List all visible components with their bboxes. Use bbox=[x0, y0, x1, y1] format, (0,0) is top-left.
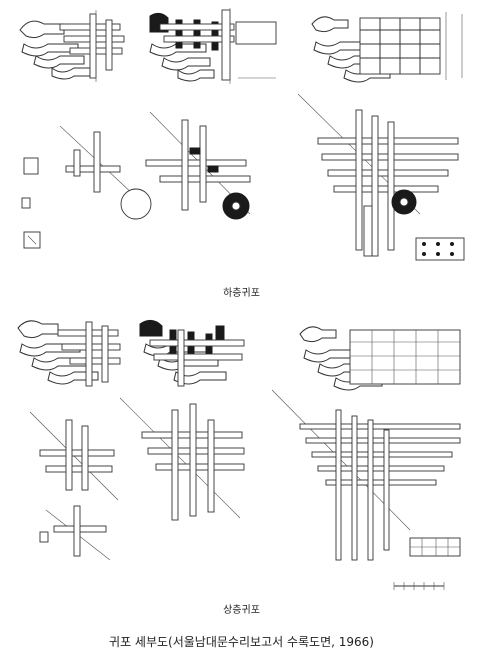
upper-bracket-caption: 상층귀포 bbox=[223, 605, 260, 616]
upper-bracket-group bbox=[17, 320, 461, 590]
lower-elevation-1 bbox=[19, 10, 125, 82]
lower-bracket-caption: 하층귀포 bbox=[223, 288, 260, 299]
lower-plan-1 bbox=[59, 125, 152, 220]
lower-elevation-3 bbox=[311, 12, 463, 83]
upper-plan-2 bbox=[119, 397, 245, 521]
lower-bracket-group bbox=[19, 8, 465, 261]
lower-plan-2 bbox=[145, 111, 251, 220]
lower-small-details bbox=[21, 157, 41, 249]
upper-elevation-1 bbox=[17, 320, 121, 387]
lower-elevation-2 bbox=[149, 8, 277, 84]
upper-elevation-3 bbox=[299, 326, 461, 391]
lower-plan-3 bbox=[297, 93, 465, 261]
upper-plan-1 bbox=[29, 411, 119, 561]
upper-plan-3 bbox=[271, 389, 461, 590]
upper-elevation-2 bbox=[139, 320, 245, 387]
figure-title: 귀포 세부도(서울남대문수리보고서 수록도면, 1966) bbox=[109, 635, 374, 649]
